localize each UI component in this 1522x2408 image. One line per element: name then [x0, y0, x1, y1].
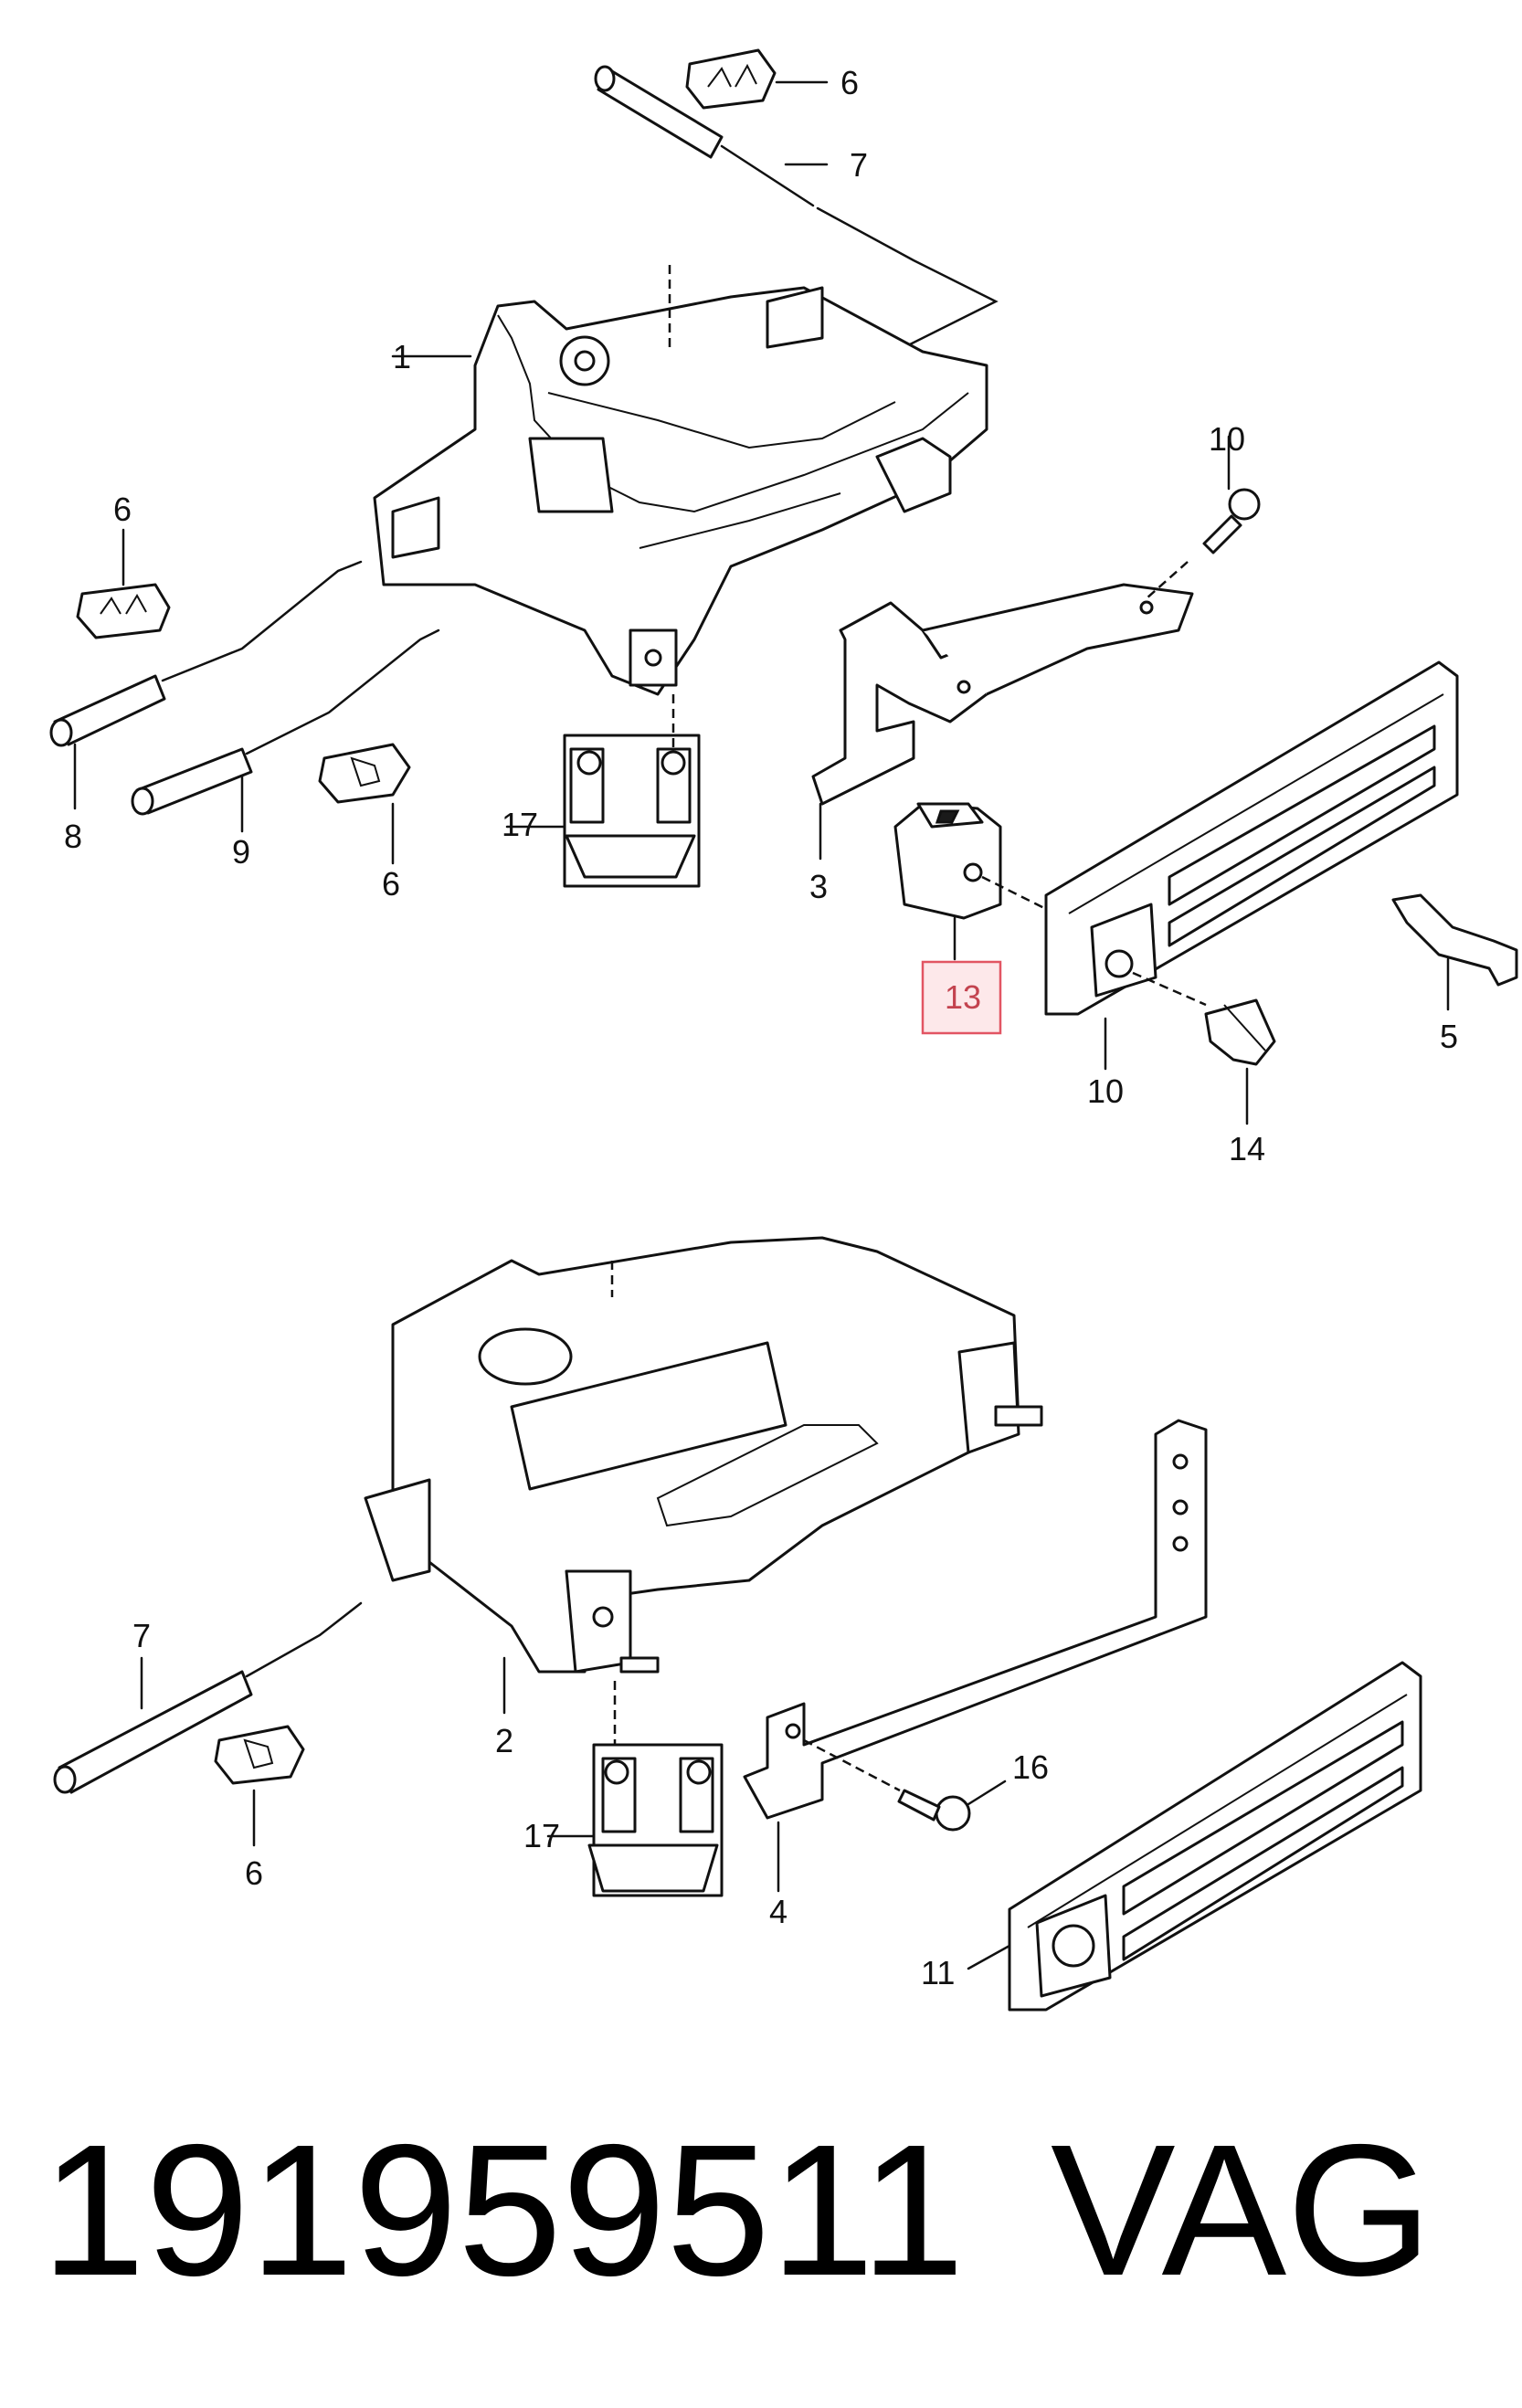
callout-7-bottom: 7 — [132, 1617, 151, 1654]
callout-17-bottom: 17 — [523, 1817, 560, 1854]
callout-9: 9 — [232, 833, 250, 871]
callout-7-top: 7 — [850, 146, 868, 184]
callout-6-bottom: 6 — [245, 1854, 263, 1892]
callout-11: 11 — [921, 1954, 955, 1991]
clip-part-6-b — [318, 743, 411, 865]
mount-part-17-bottom — [546, 1743, 724, 1897]
mount-part-17-top — [505, 694, 701, 888]
seat-frame-part-1 — [373, 265, 988, 696]
screw-part-10-top — [1146, 435, 1261, 599]
cable-part-8 — [49, 560, 363, 810]
callout-4: 4 — [769, 1893, 787, 1930]
callout-8: 8 — [64, 818, 82, 855]
callout-17-top: 17 — [502, 806, 538, 843]
cable-part-7-top — [594, 65, 999, 413]
highlight-box — [921, 960, 1002, 1035]
screw-part-16 — [803, 1738, 1007, 1832]
callout-2: 2 — [495, 1722, 513, 1759]
trim-panel-part-11 — [967, 1661, 1422, 2012]
callout-6-b: 6 — [382, 865, 400, 903]
knob-part-14 — [1132, 971, 1276, 1125]
trim-panel-part-10 — [1044, 660, 1459, 1071]
bracket-part-3 — [811, 583, 1194, 861]
bracket-part-4 — [743, 1419, 1208, 1893]
clip-part-6-bottom — [214, 1725, 305, 1847]
callout-1: 1 — [393, 338, 411, 375]
seat-frame-part-2 — [364, 1236, 1043, 1754]
part-number: 191959511 — [41, 2106, 965, 2315]
callout-13: 13 — [945, 978, 981, 1016]
clip-part-6-top — [685, 48, 829, 110]
callout-3: 3 — [809, 868, 828, 905]
brand-label: VAG — [1051, 2106, 1432, 2315]
cable-part-9 — [131, 628, 440, 833]
clip-part-5 — [1391, 893, 1518, 1011]
callout-16: 16 — [1012, 1748, 1049, 1786]
callout-14: 14 — [1229, 1130, 1265, 1167]
callout-10-trim: 10 — [1087, 1072, 1124, 1110]
highlight-part-13: 13 — [921, 960, 1002, 1035]
callout-6-top: 6 — [840, 64, 859, 101]
clip-part-6-left — [76, 528, 171, 639]
cable-part-7-bottom — [53, 1601, 363, 1794]
callout-10-screw: 10 — [1209, 420, 1245, 458]
callout-5: 5 — [1440, 1018, 1458, 1055]
callout-6-left: 6 — [113, 491, 132, 528]
switch-part-13 — [893, 802, 1047, 961]
